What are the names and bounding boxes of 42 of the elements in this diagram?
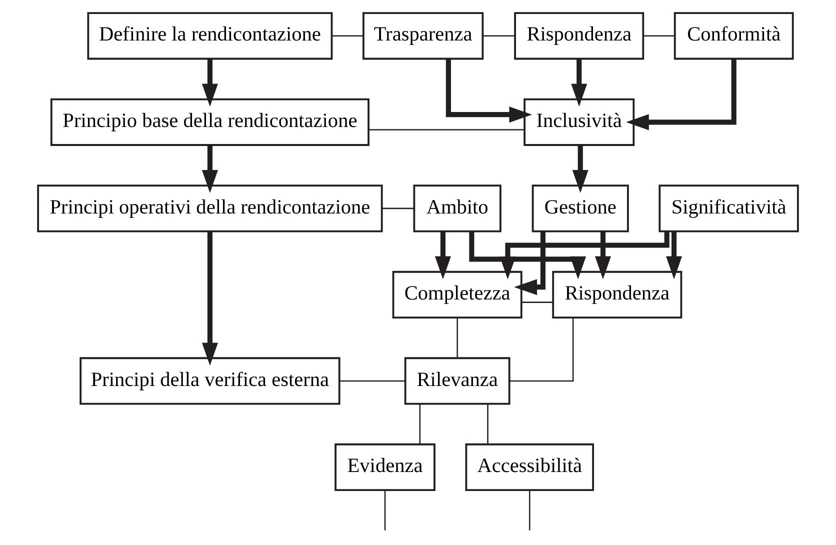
arrow bbox=[500, 232, 670, 280]
node-box: Gestione bbox=[532, 184, 629, 232]
connector bbox=[521, 302, 554, 303]
connector bbox=[419, 404, 421, 444]
connector bbox=[384, 490, 386, 530]
connector bbox=[382, 208, 414, 210]
connector bbox=[456, 318, 458, 358]
connector bbox=[529, 490, 530, 530]
node-box: Inclusività bbox=[524, 98, 635, 146]
arrow bbox=[202, 145, 218, 193]
node-box: Principio base della rendicontazione bbox=[50, 98, 370, 146]
arrow bbox=[202, 59, 218, 107]
node-box: Definire la rendicontazione bbox=[87, 12, 333, 60]
node-box: Trasparenza bbox=[362, 12, 484, 60]
connector bbox=[368, 129, 525, 130]
node-box: Accessibilità bbox=[465, 443, 594, 491]
node-box: Significatività bbox=[658, 184, 799, 232]
connector bbox=[509, 318, 574, 382]
arrow bbox=[469, 231, 586, 280]
arrow bbox=[594, 232, 611, 280]
node-box: Principi operativi della rendicontazione bbox=[37, 184, 383, 232]
connector bbox=[482, 35, 515, 37]
connector bbox=[339, 380, 405, 382]
arrow bbox=[434, 232, 451, 280]
arrow bbox=[514, 232, 546, 296]
arrow bbox=[446, 59, 532, 123]
node-box: Rispondenza bbox=[514, 12, 644, 60]
arrow bbox=[572, 145, 588, 193]
connector bbox=[332, 35, 364, 37]
arrow bbox=[626, 59, 736, 130]
node-box: Conformità bbox=[674, 12, 794, 60]
connector bbox=[643, 35, 674, 37]
node-box: Completezza bbox=[392, 270, 522, 318]
node-box: Evidenza bbox=[334, 443, 436, 491]
connector bbox=[487, 404, 488, 444]
node-box: Ambito bbox=[413, 184, 502, 232]
node-box: Rispondenza bbox=[552, 270, 682, 318]
node-box: Rilevanza bbox=[404, 357, 510, 405]
arrow bbox=[571, 59, 588, 107]
node-box: Principi della verifica esterna bbox=[80, 357, 340, 405]
arrow bbox=[202, 231, 218, 366]
arrow bbox=[666, 232, 682, 280]
